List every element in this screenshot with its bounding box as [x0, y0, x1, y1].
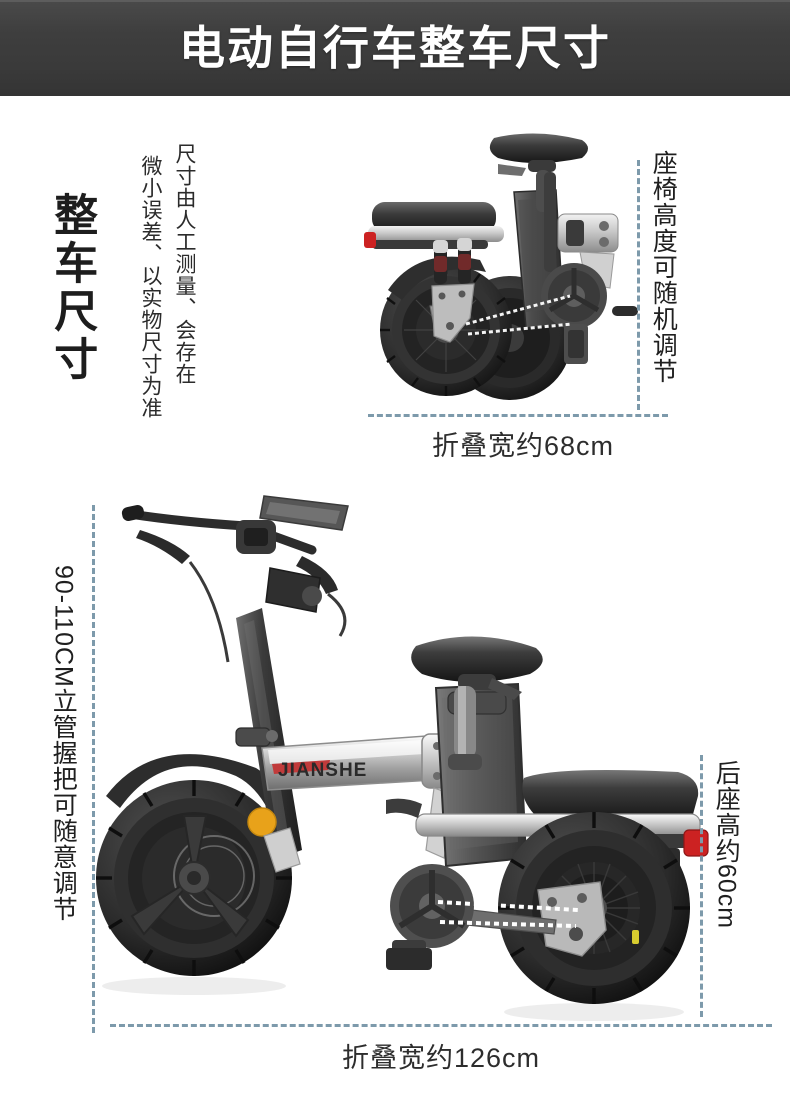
page-title: 电动自行车整车尺寸 [179, 22, 611, 74]
dashed-guide-top-width [368, 414, 668, 417]
measurement-note-line-1: 尺寸由人工测量、会存在 [173, 143, 197, 385]
page-header-bar: 电动自行车整车尺寸 [0, 0, 790, 96]
label-rear-seat-height: 后座高约60cm [712, 760, 741, 930]
measurement-note-line-2: 微小误差、以实物尺寸为准 [139, 155, 163, 419]
dashed-guide-bottom-right [700, 755, 703, 1017]
dashed-guide-top-right [637, 160, 640, 410]
dashed-guide-bottom-left [92, 505, 95, 1033]
label-stem-handlebar-adjustable: 90-110CM立管握把可随意调节 [49, 565, 78, 922]
label-unfolded-width-126: 折叠宽约126cm [341, 1043, 541, 1073]
folded-ebike-illustration [358, 128, 644, 418]
dashed-guide-bottom-width [110, 1024, 772, 1027]
section-heading-overall-dimensions: 整车尺寸 [47, 192, 97, 384]
frame-brand-text: JIANSHE [278, 760, 367, 781]
label-seat-height-adjustable: 座椅高度可随机调节 [649, 150, 678, 384]
unfolded-ebike-illustration: JIANSHE [86, 478, 716, 1030]
label-folded-width-68: 折叠宽约68cm [431, 431, 615, 461]
